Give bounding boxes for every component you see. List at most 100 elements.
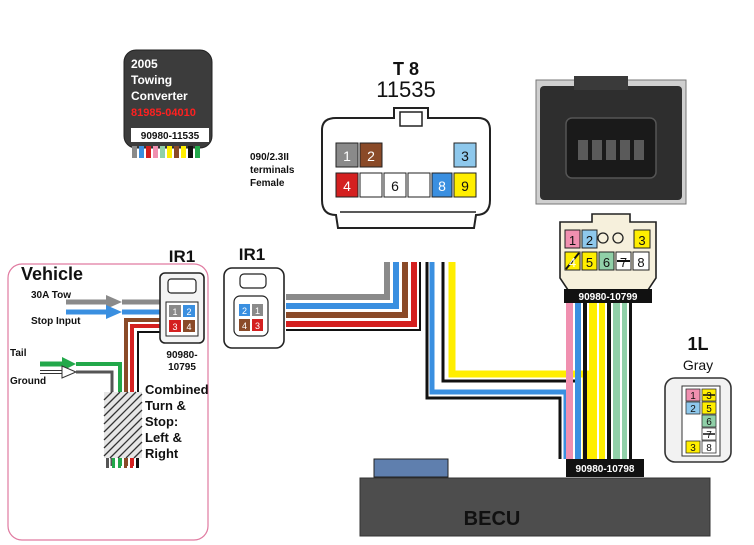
wire-brown-horiz [286, 262, 408, 318]
wire-yellow-c [599, 303, 605, 459]
wire-t8-black-mid [441, 262, 580, 459]
gray-1l-pin-6-label: 6 [706, 417, 712, 428]
wire-black-c [607, 303, 611, 459]
t8-pin-1 [335, 142, 359, 168]
ir1-right-pin-4 [239, 319, 250, 331]
t8-pin-6-label: 6 [391, 178, 399, 194]
wire-t8-white [436, 262, 574, 459]
ir1-right-pin-1-label: 1 [255, 306, 260, 316]
ir1-left-pin-2 [183, 305, 195, 317]
wire-pink [566, 303, 573, 459]
ir1-right-pin-3-label: 3 [255, 321, 260, 331]
t8-housing [321, 107, 491, 229]
conn-10799-pin-8-label: 8 [637, 255, 644, 270]
gray-1l-pin-3b [685, 440, 701, 454]
gray-1l-pin-5 [701, 401, 717, 415]
conn-10799-pin-7-label: 7 [620, 255, 627, 270]
ir1-left-pin-4-label: 4 [186, 322, 191, 332]
ir1-left-pin-1 [169, 305, 181, 317]
converter-wire-stubs [132, 146, 200, 158]
gray-1l-pin-1 [685, 388, 701, 402]
ir1-left-pin-1-label: 1 [172, 307, 177, 317]
converter-part-band [131, 128, 209, 142]
wire-blue-horiz [286, 262, 399, 309]
t8-pin-2 [359, 142, 383, 168]
ir1-left-part-2: 10795 [168, 362, 196, 373]
ir1-left-pin-2-label: 2 [186, 307, 191, 317]
becu-photo-pins [578, 140, 644, 160]
ir1-left-latch [167, 278, 197, 294]
gray-1l-pin-1-label: 1 [690, 391, 696, 402]
ir1-right-pin-1 [252, 304, 263, 316]
ir1-right-pin-2-label: 2 [242, 306, 247, 316]
ground-label: Ground [10, 376, 46, 387]
gray-1l-pin-7-label: 7 [706, 430, 712, 441]
ir1-left-pin-4 [183, 320, 195, 332]
wire-black-d [629, 303, 632, 459]
t8-note-2: terminals [250, 165, 295, 176]
t8-latch [399, 111, 423, 127]
converter-part-black: 90980-11535 [141, 131, 200, 142]
gray-1l-pin-5-label: 5 [706, 404, 712, 415]
gray-1l-pin-6 [701, 414, 717, 428]
t8-note-1: 090/2.3II [250, 152, 289, 163]
ir1-left-part-1: 90980- [166, 350, 197, 361]
conn-10799-pin-6-label: 6 [603, 255, 610, 270]
becu-label: BECU [464, 508, 521, 530]
gray-1l-pin-2-label: 2 [690, 404, 696, 415]
t8-pin-7-empty [407, 172, 431, 198]
t8-pin-6 [383, 172, 407, 198]
converter-part-red: 81985-04010 [131, 107, 196, 119]
harness-tail-wires [106, 458, 139, 468]
wire-t8-black-left [425, 262, 562, 459]
ir1-right-pin-4-label: 4 [242, 321, 247, 331]
combined-line-5: Right [145, 446, 179, 461]
conn-10799-part-band [564, 289, 652, 303]
conn-10799-pin-3-label: 3 [638, 233, 645, 248]
t8-number: 11535 [376, 77, 436, 102]
stop-input-label: Stop Input [31, 316, 81, 327]
gray-1l-subtitle: Gray [683, 357, 713, 373]
becu-right-part: 90980-10798 [576, 464, 635, 475]
conn-10799-pin-2-label: 2 [586, 233, 593, 248]
arrow-gray-tow-head [106, 295, 122, 309]
t8-pin-3 [453, 142, 477, 168]
combined-line-3: Stop: [145, 414, 178, 429]
ir1-right-pin-2 [239, 304, 250, 316]
conn-10799-pin-6 [598, 251, 615, 271]
t8-pin-3-label: 3 [461, 148, 469, 164]
t8-pin-8-label: 8 [438, 178, 446, 194]
wire-mint [613, 303, 620, 459]
converter-year: 2005 [131, 57, 158, 71]
combined-line-1: Combined [145, 382, 209, 397]
conn-10799-pin-4-label: 4 [569, 255, 576, 270]
becu-body [359, 477, 711, 537]
becu-photo-tab [574, 76, 628, 90]
conn-10799-pin-1 [564, 229, 581, 249]
combined-line-4: Left & [145, 430, 182, 445]
t8-pin-5-empty [359, 172, 383, 198]
conn-10799-pin-5 [581, 251, 598, 271]
wire-red-horiz [286, 262, 417, 327]
gray-1l-pin-2 [685, 401, 701, 415]
tow-30a-label: 30A Tow [31, 290, 71, 301]
ir1-right-pin-3 [252, 319, 263, 331]
gray-1l-pin-3-label: 3 [706, 391, 712, 402]
becu-right-tab [566, 459, 644, 477]
conn-10799-latch-a [597, 232, 609, 244]
t8-pin-2-label: 2 [367, 148, 375, 164]
gray-1l-title: 1L [687, 334, 708, 354]
converter-line1: Towing [131, 73, 172, 87]
t8-pin-4 [335, 172, 359, 198]
t8-pin-1-label: 1 [343, 148, 351, 164]
tail-label: Tail [10, 348, 27, 359]
wire-mint-2 [622, 303, 627, 459]
t8-note-3: Female [250, 178, 285, 189]
conn-10799-pin-4-stripe [565, 252, 580, 270]
wire-gray-horiz [286, 262, 390, 300]
wire-yellow-b [589, 303, 597, 459]
wire-black-b [583, 303, 587, 459]
conn-10799-latch-b [612, 232, 624, 244]
t8-pin-4-label: 4 [343, 178, 351, 194]
